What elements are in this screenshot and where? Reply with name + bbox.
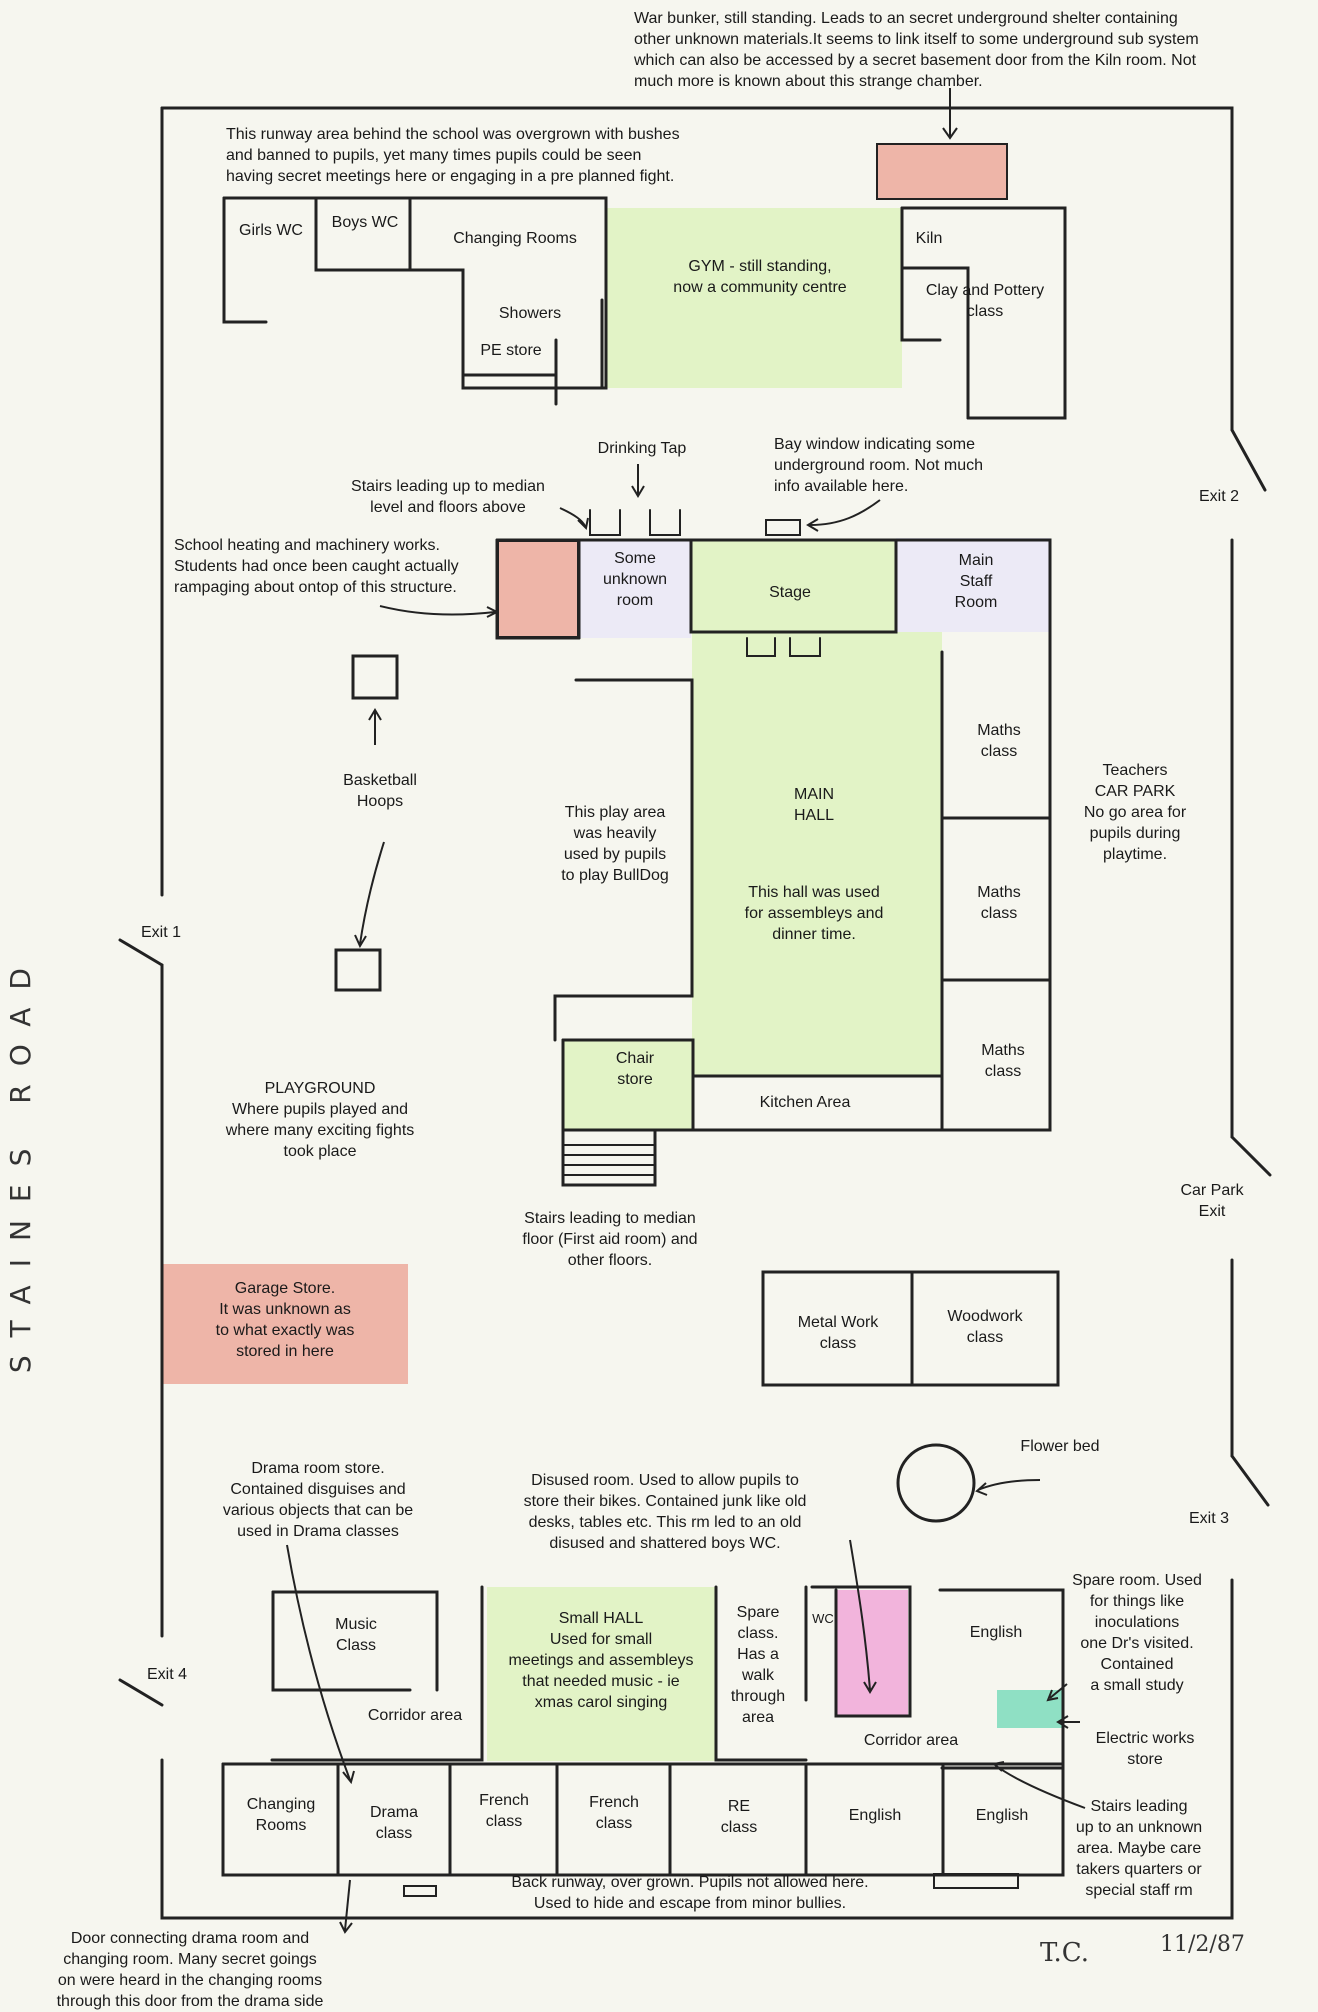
stage-fill (692, 540, 896, 632)
gym-label: GYM - still standing, now a community ce… (673, 258, 847, 296)
drama-store-note: Drama room store. Contained disguises an… (222, 1460, 414, 1540)
bunker-note: War bunker, still standing. Leads to an … (634, 10, 1199, 90)
exit2-label: Exit 2 (1198, 488, 1239, 505)
signature-initials: T.C. (1040, 1938, 1090, 1968)
electric-store-note: Electric works store (1095, 1730, 1195, 1768)
spare-room-note: Spare room. Used for things like inocula… (1072, 1572, 1202, 1694)
french1-label: French class (479, 1792, 529, 1830)
play-area-note: This play area was heavily used by pupil… (561, 804, 669, 884)
small-hall-fill (487, 1587, 715, 1761)
stairs-upper-note: Stairs leading up to median level and fl… (351, 478, 545, 516)
changing-rooms-bottom-label: Changing Rooms (246, 1796, 316, 1834)
road-label: STAINES ROAD (4, 950, 37, 1374)
corridor-right-label: Corridor area (863, 1732, 959, 1749)
showers-label: Showers (498, 305, 562, 322)
runway-top-note: This runway area behind the school was o… (226, 126, 680, 185)
stairs-unknown-note: Stairs leading up to an unknown area. Ma… (1075, 1798, 1203, 1899)
main-hall-note: This hall was used for assembleys and di… (744, 884, 884, 943)
chair-store-label: Chair store (615, 1050, 655, 1088)
maths1-label: Maths class (977, 722, 1021, 760)
disused-room-note: Disused room. Used to allow pupils to st… (523, 1472, 807, 1552)
door-drama-note: Door connecting drama room and changing … (56, 1930, 324, 2010)
wc-fill (836, 1590, 908, 1716)
garage-store-label: Garage Store. It was unknown as to what … (215, 1280, 355, 1360)
music-label: Music Class (335, 1616, 377, 1654)
english-b2-label: English (975, 1807, 1029, 1824)
unknown-room-label: Some unknown room (602, 550, 668, 609)
exit4-label: Exit 4 (146, 1666, 187, 1683)
stage-label: Stage (769, 584, 811, 601)
drinking-tap-label: Drinking Tap (597, 440, 687, 457)
exit3-label: Exit 3 (1188, 1510, 1229, 1527)
english-top-label: English (969, 1624, 1023, 1641)
stairs-median-note: Stairs leading to median floor (First ai… (522, 1210, 698, 1269)
main-hall-fill (692, 632, 942, 1076)
bay-window-note: Bay window indicating some underground r… (774, 436, 983, 495)
staff-room-fill (896, 538, 1050, 632)
car-park-exit-label: Car Park Exit (1180, 1182, 1244, 1220)
re-label: RE class (720, 1798, 758, 1836)
back-runway-note: Back runway, over grown. Pupils not allo… (511, 1874, 869, 1912)
maths2-label: Maths class (977, 884, 1021, 922)
flower-bed-label: Flower bed (1020, 1438, 1100, 1455)
drama-label: Drama class (369, 1804, 418, 1842)
maths3-label: Maths class (981, 1042, 1025, 1080)
corridor-left-label: Corridor area (367, 1707, 463, 1724)
bunker-fill (876, 143, 1008, 200)
changing-rooms-top-label: Changing Rooms (453, 230, 577, 247)
spare-class-label: Spare class. Has a walk through area (730, 1604, 786, 1726)
kiln-label: Kiln (915, 230, 943, 247)
pe-store-label: PE store (480, 342, 542, 359)
main-hall-label: MAIN HALL (793, 786, 835, 824)
wc-label: WC (812, 1611, 834, 1626)
girls-wc-label: Girls WC (239, 222, 303, 239)
gym-fill (606, 208, 902, 388)
unknown-room-fill (579, 540, 691, 638)
exit1-label: Exit 1 (140, 924, 181, 941)
chair-store-fill (563, 1040, 693, 1130)
main-staff-room-label: Main Staff Room (954, 552, 998, 611)
small-hall-label: Small HALL Used for small meetings and a… (508, 1610, 694, 1711)
heating-note: School heating and machinery works. Stud… (174, 537, 459, 596)
basketball-label: Basketball Hoops (343, 772, 417, 810)
kitchen-label: Kitchen Area (759, 1094, 851, 1111)
french2-label: French class (589, 1794, 639, 1832)
teachers-car-park-note: Teachers CAR PARK No go area for pupils … (1083, 762, 1187, 863)
boys-wc-label: Boys WC (331, 214, 399, 231)
playground-note: PLAYGROUND Where pupils played and where… (225, 1080, 415, 1160)
signature-date: 11/2/87 (1160, 1932, 1245, 1957)
clay-pottery-label: Clay and Pottery class (925, 282, 1045, 320)
metal-work-label: Metal Work class (797, 1314, 879, 1352)
english-b1-label: English (848, 1807, 902, 1824)
garage-store-fill (162, 1264, 408, 1384)
woodwork-label: Woodwork class (947, 1308, 1023, 1346)
